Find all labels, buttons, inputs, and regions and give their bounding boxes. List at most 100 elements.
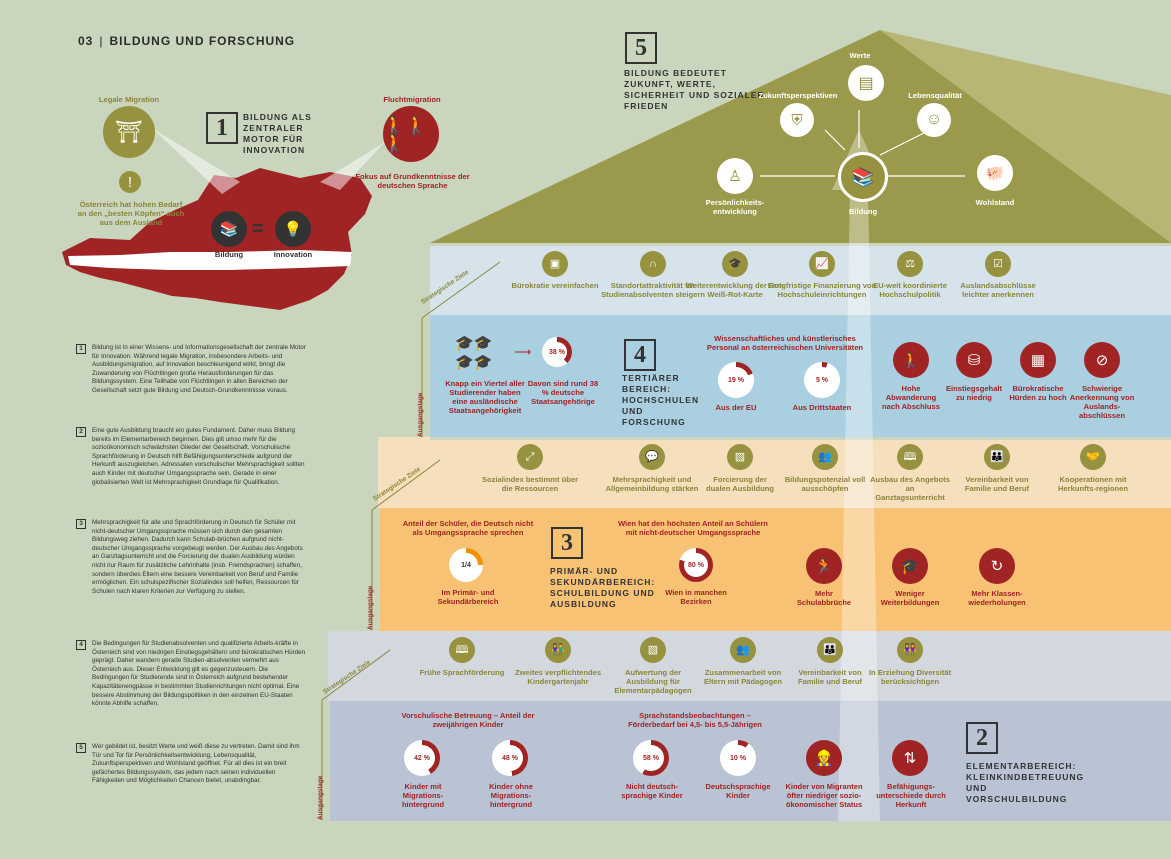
box-title-2: Elementarbereich: Kleinkindbetreuung und…	[966, 761, 1085, 804]
donut-42-value: 42 %	[409, 745, 435, 771]
eq-right-label: Innovation	[273, 250, 313, 259]
goal-item: 🤝 Kooperationen mit Herkunfts-regionen	[1048, 444, 1138, 493]
issue-label: Bürokratische Hürden zu hoch	[1009, 384, 1067, 402]
paragraph-text: Die Bedingungen für Studienabsolventen u…	[92, 640, 306, 708]
lightbulb-icon: 💡	[275, 211, 311, 247]
teacher-icon: 🕮	[897, 444, 923, 470]
legal-migration-label: Legale Migration	[98, 95, 160, 104]
level2-goals: 🕮 Frühe Sprachförderung 👫 Zweites verpfl…	[412, 637, 972, 697]
level3-band	[380, 508, 1171, 631]
goal-item: 👪 Vereinbarkeit von Familie und Beruf	[952, 444, 1042, 493]
level3-goals: ⤢ Sozialindex bestimmt über die Ressourc…	[480, 444, 1170, 506]
books-icon: 📚	[211, 211, 247, 247]
eq-left-label: Bildung	[214, 250, 244, 259]
box-number-1: 1	[206, 112, 238, 144]
box-title-4: Tertiärer Bereich: Hochschulen und Forsc…	[622, 373, 700, 427]
arrows-icon: ⤢	[517, 444, 543, 470]
goal-item: ⤢ Sozialindex bestimmt über die Ressourc…	[480, 444, 580, 493]
donut-80-value: 80 %	[684, 553, 708, 577]
donut-58: 58 %	[633, 740, 669, 776]
equals-sign: =	[252, 218, 264, 240]
goal-item: 👫 Zweites verpflichtendes Kindergartenja…	[508, 637, 608, 686]
staff-title: Wissenschaftliches und künstlerisches Pe…	[706, 334, 864, 352]
magnet-icon: ∩	[640, 251, 666, 277]
donut-48-value: 48 %	[497, 745, 523, 771]
paragraph-1: 1 Bildung ist in einer Wissens- und Info…	[76, 344, 306, 396]
share-title: Anteil der Schüler, die Deutsch nicht al…	[402, 519, 534, 537]
paragraph-2: 2 Eine gute Ausbildung braucht ein gutes…	[76, 427, 306, 487]
checklist-icon: ☑	[985, 251, 1011, 277]
goal-item: ▣ Bürokratie vereinfachen	[500, 251, 610, 290]
goal-label: Vereinbarkeit von Familie und Beruf	[797, 668, 863, 686]
goal-item: 💬 Mehrsprachigkeit und Allgemeinbildung …	[602, 444, 702, 493]
worker-icon: 👷	[806, 740, 842, 776]
paragraph-text: Mehrsprachigkeit für alle und Sprachförd…	[92, 519, 303, 595]
emigrant-icon: 🚶	[893, 342, 929, 378]
paragraph-number: 3	[76, 519, 86, 529]
handshake-icon: 🤝	[1080, 444, 1106, 470]
roof-item-wealth-label: Wohlstand	[975, 198, 1015, 207]
level3-goal-band	[378, 437, 1171, 508]
goal-label: Ausbau des Angebots an Ganztagsunterrich…	[870, 475, 950, 502]
running-icon: 🏃	[806, 548, 842, 584]
paragraph-number: 2	[76, 427, 86, 437]
goal-label: EU-weit koordinierte Hochschulpolitik	[873, 281, 947, 299]
students-german-text: Davon sind rund 38 % deutsche Staatsange…	[527, 379, 599, 406]
vienna-title: Wien hat den höchsten Anteil an Schülern…	[618, 519, 768, 537]
goal-label: Mehrsprachigkeit und Allgemeinbildung st…	[605, 475, 699, 493]
issue-label: Hohe Abwanderung nach Abschluss	[882, 384, 940, 411]
student-caps-icon: 🎓🎓 🎓🎓	[455, 335, 493, 371]
goal-item: 👪 Vereinbarkeit von Familie und Beruf	[785, 637, 875, 686]
section-number: 03	[78, 34, 94, 48]
light-beam	[838, 190, 880, 821]
issue-label: Befähigungs-unterschiede durch Herkunft	[876, 782, 946, 809]
baseline-label-3: Ausgangslage	[367, 585, 374, 630]
goal-label: Langfristige Finanzierung von Hochschule…	[767, 281, 877, 299]
goal-item: 🕮 Ausbau des Angebots an Ganztagsunterri…	[870, 444, 950, 502]
goal-label: Weiterentwicklung der Rot-Weiß-Rot-Karte	[685, 281, 785, 299]
donut-quarter-value: 1/4	[454, 553, 478, 577]
document-icon: ▤	[848, 65, 884, 101]
goal-item: 👭 In Erziehung Diversität berücksichtige…	[865, 637, 955, 686]
donut-quarter: 1/4	[449, 548, 483, 582]
box-title-1: Bildung als zentraler Motor für Innovati…	[243, 112, 312, 155]
box-number-2: 2	[966, 722, 998, 754]
exclamation-icon: !	[119, 171, 141, 193]
children-icon: 👫	[545, 637, 571, 663]
donut-80: 80 %	[679, 548, 713, 582]
scales-icon: ⚖	[897, 251, 923, 277]
paragraph-4: 4 Die Bedingungen für Studienabsolventen…	[76, 640, 306, 709]
goal-label: In Erziehung Diversität berücksichtigen	[868, 668, 952, 686]
paragraph-text: Wer gebildet ist, besitzt Werte und weiß…	[92, 743, 300, 785]
goal-label: Zusammenarbeit von Eltern mit Pädagogen	[703, 668, 783, 686]
donut-10: 10 %	[720, 740, 756, 776]
goal-item: ∩ Standortattraktivität für Studienabsol…	[598, 251, 708, 299]
donut-48: 48 %	[492, 740, 528, 776]
goal-label: Zweites verpflichtendes Kindergartenjahr	[514, 668, 602, 686]
roof-item-personality-label: Persönlichkeits-entwicklung	[705, 198, 765, 216]
box-number-4: 4	[624, 339, 656, 371]
shield-icon: ⛨	[780, 103, 814, 137]
parents-icon: 👥	[730, 637, 756, 663]
gate-icon: ⛩	[103, 106, 155, 158]
paragraph-number: 1	[76, 344, 86, 354]
coins-icon: ⛁	[956, 342, 992, 378]
issue-label: Einstiegsgehalt zu niedrig	[945, 384, 1003, 402]
baseline-label-2: Ausgangslage	[317, 775, 324, 820]
refugees-icon: 🚶🚶🚶	[383, 106, 439, 162]
issue-label: Weniger Weiterbildungen	[880, 589, 940, 607]
legal-migration-note: Österreich hat hohen Bedarf an den „best…	[77, 200, 185, 227]
staff-third-label: Aus Drittstaaten	[792, 403, 852, 412]
donut-42: 42 %	[404, 740, 440, 776]
roof-item-quality-label: Lebensqualität	[908, 91, 962, 100]
share-label: Im Primär- und Sekundärbereich	[437, 588, 499, 606]
donut-38: 38 %	[542, 337, 572, 367]
arrow-icon: ⟶	[514, 345, 532, 359]
page-header: 03|BILDUNG UND FORSCHUNG	[78, 34, 296, 48]
barrier-icon: ▦	[1020, 342, 1056, 378]
goal-item: ▧ Aufwertung der Ausbildung für Elementa…	[608, 637, 698, 695]
piggybank-icon: 🐖	[977, 155, 1013, 191]
issue-label: Kinder von Migranten öfter niedriger soz…	[785, 782, 863, 809]
goal-label: Forcierung der dualen Ausbildung	[705, 475, 775, 493]
graduation-cap-icon: 🎓	[722, 251, 748, 277]
